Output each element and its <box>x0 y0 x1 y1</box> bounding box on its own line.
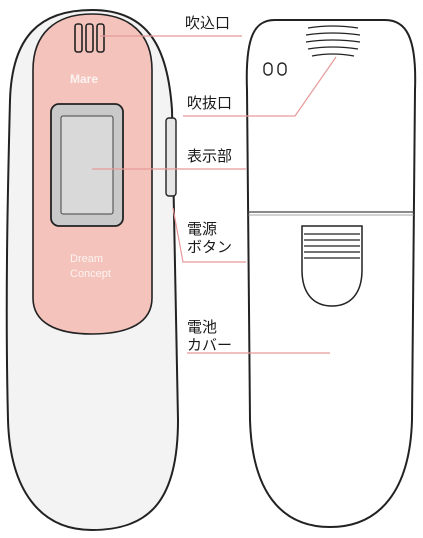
brand-line2: Concept <box>70 268 111 280</box>
label-breath-outlet: 吹抜口 <box>187 94 233 112</box>
brand-line1: Dream <box>70 253 103 265</box>
power-button <box>165 117 177 197</box>
inlet-slots <box>74 23 105 53</box>
label-power-button: 電源 ボタン <box>187 220 233 256</box>
device-logo: Mare <box>70 72 98 86</box>
leader-lines <box>92 35 337 354</box>
display-screen <box>60 115 114 215</box>
label-display: 表示部 <box>187 147 233 165</box>
battery-cover-shape <box>301 225 363 307</box>
battery-cover-grip <box>304 233 360 259</box>
back-hole-right <box>277 62 287 76</box>
label-battery-cover: 電池 カバー <box>187 318 233 354</box>
back-hole-left <box>263 62 273 76</box>
label-breath-inlet: 吹込口 <box>185 14 231 32</box>
outlet-vent <box>305 25 361 57</box>
